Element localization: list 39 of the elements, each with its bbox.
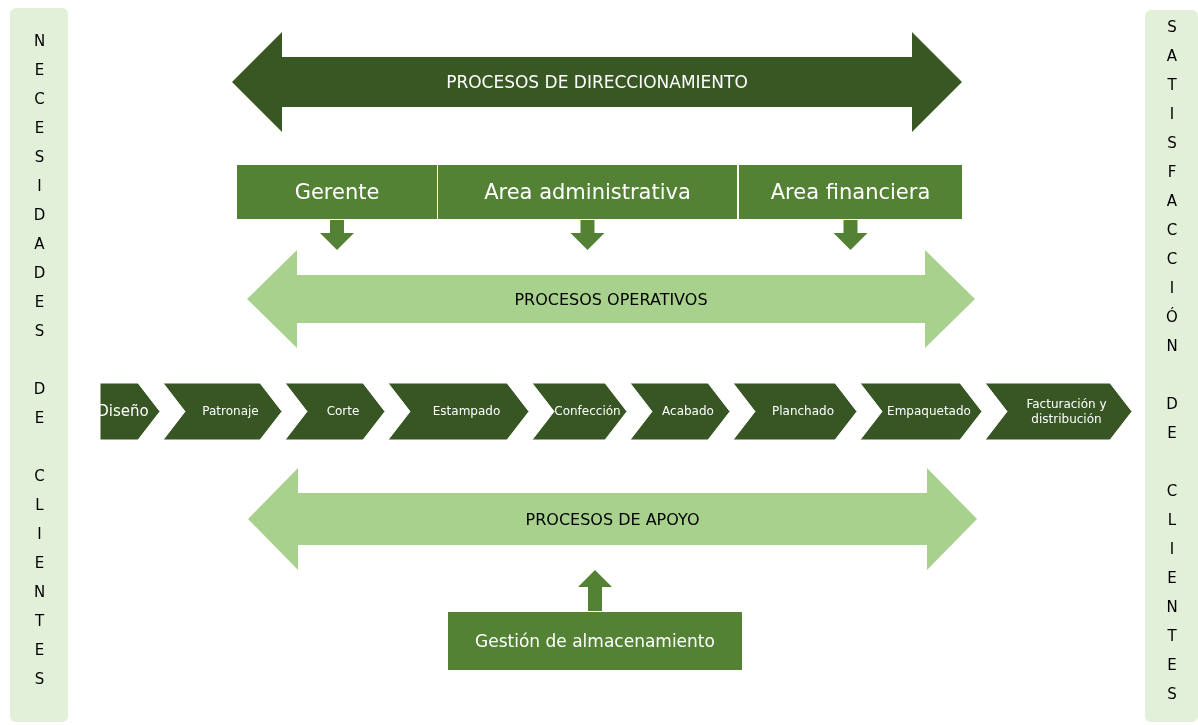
side-band bbox=[10, 8, 68, 722]
block-arrow bbox=[833, 219, 868, 250]
node-label: SATISFACCIÓN DE CLIENTES bbox=[1164, 18, 1179, 714]
node-label: Corte bbox=[325, 404, 361, 419]
process-step bbox=[630, 383, 730, 440]
process-step bbox=[163, 383, 282, 440]
side-band bbox=[1145, 10, 1198, 722]
node-label: PROCESOS DE DIRECCIONAMIENTO bbox=[446, 72, 748, 92]
node-label: Acabado bbox=[661, 404, 715, 419]
node-label: PROCESOS DE APOYO bbox=[525, 509, 700, 529]
node-label: Area administrativa bbox=[484, 180, 691, 204]
node-label: Patronaje bbox=[201, 404, 260, 419]
node-label: NECESIDADES DE CLIENTES bbox=[31, 31, 47, 699]
double-arrow bbox=[232, 32, 962, 132]
node-label: PROCESOS OPERATIVOS bbox=[514, 289, 708, 309]
block-arrow bbox=[570, 219, 605, 250]
process-step bbox=[733, 383, 857, 440]
process-box bbox=[448, 612, 742, 670]
process-box bbox=[237, 165, 437, 219]
process-box bbox=[438, 165, 737, 219]
node-label: Facturación y distribución bbox=[1025, 396, 1108, 427]
double-arrow bbox=[248, 468, 977, 570]
node-label: Area financiera bbox=[770, 180, 931, 204]
double-arrow bbox=[247, 250, 975, 348]
block-arrow bbox=[320, 219, 354, 250]
block-arrow bbox=[578, 570, 612, 612]
node-label: Gerente bbox=[294, 180, 380, 204]
process-step bbox=[532, 383, 627, 440]
process-step bbox=[388, 383, 529, 440]
process-box bbox=[739, 165, 962, 219]
node-label: Estampado bbox=[431, 404, 502, 419]
process-step bbox=[985, 383, 1132, 440]
node-label: Gestión de almacenamiento bbox=[475, 631, 715, 651]
process-step bbox=[285, 383, 385, 440]
node-label: Empaquetado bbox=[886, 404, 972, 419]
process-step bbox=[100, 383, 160, 440]
process-step bbox=[860, 383, 982, 440]
node-label: Confección bbox=[553, 404, 622, 419]
node-label: Planchado bbox=[770, 404, 835, 419]
